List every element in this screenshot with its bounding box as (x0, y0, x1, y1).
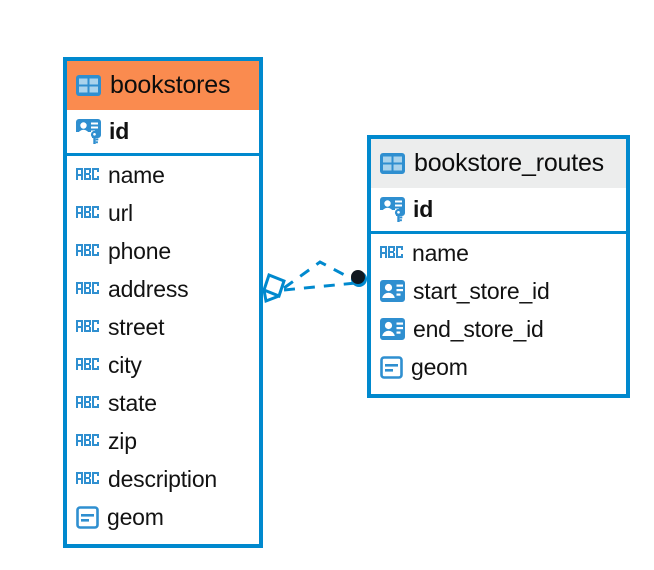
abc-text-icon (76, 434, 100, 448)
foreign-key-icon (380, 279, 405, 304)
entity-bookstore-routes[interactable]: bookstore_routes (367, 135, 630, 398)
column-label: name (412, 239, 469, 266)
geometry-icon (76, 505, 99, 529)
column-label: street (108, 313, 165, 340)
column-label: phone (108, 237, 171, 264)
abc-text-icon (76, 396, 100, 410)
column-label: end_store_id (413, 315, 544, 342)
diamond-crowsfoot-marker (262, 273, 286, 304)
abc-text-icon (76, 206, 100, 220)
primary-key-icon (380, 197, 405, 222)
column-label: zip (108, 427, 137, 454)
column-row-state[interactable]: state (67, 384, 259, 422)
column-row-city[interactable]: city (67, 346, 259, 384)
column-row-zip[interactable]: zip (67, 422, 259, 460)
column-row-address[interactable]: address (67, 270, 259, 308)
column-row-primary-key[interactable]: id (371, 188, 626, 231)
filled-circle-endpoint (351, 270, 367, 287)
column-row-street[interactable]: street (67, 308, 259, 346)
column-row-description[interactable]: description (67, 460, 259, 498)
entity-title: bookstore_routes (414, 149, 604, 177)
column-label: name (108, 161, 165, 188)
column-label: address (108, 275, 189, 302)
pk-divider (371, 231, 626, 234)
abc-text-icon (76, 472, 100, 486)
column-row-start-store-id[interactable]: start_store_id (371, 272, 626, 310)
table-grid-icon (380, 153, 405, 174)
pk-divider (67, 153, 259, 156)
column-row-geom[interactable]: geom (371, 348, 626, 386)
primary-key-icon (76, 119, 101, 144)
column-label: url (108, 199, 133, 226)
abc-text-icon (76, 168, 100, 182)
entity-title: bookstores (110, 71, 231, 99)
abc-text-icon (76, 282, 100, 296)
column-label: geom (411, 353, 468, 380)
column-label: id (413, 196, 434, 222)
column-label: state (108, 389, 157, 416)
column-row-end-store-id[interactable]: end_store_id (371, 310, 626, 348)
foreign-key-icon (380, 317, 405, 342)
geometry-icon (380, 355, 403, 379)
column-row-geom[interactable]: geom (67, 498, 259, 536)
relationship-line-upper (283, 260, 357, 290)
column-row-url[interactable]: url (67, 194, 259, 232)
column-row-name[interactable]: name (67, 156, 259, 194)
entity-header-bookstore-routes[interactable]: bookstore_routes (371, 139, 626, 188)
column-label: geom (107, 503, 164, 530)
column-label: city (108, 351, 142, 378)
abc-text-icon (76, 358, 100, 372)
column-label: id (109, 118, 130, 144)
entity-bookstores[interactable]: bookstores (63, 57, 263, 548)
column-row-phone[interactable]: phone (67, 232, 259, 270)
relationship-line-lower (283, 281, 357, 292)
table-grid-icon (76, 75, 101, 96)
column-label: description (108, 465, 218, 492)
abc-text-icon (76, 244, 100, 258)
entity-header-bookstores[interactable]: bookstores (67, 61, 259, 110)
column-row-primary-key[interactable]: id (67, 110, 259, 153)
abc-text-icon (380, 246, 404, 260)
column-label: start_store_id (413, 277, 550, 304)
column-row-name[interactable]: name (371, 234, 626, 272)
abc-text-icon (76, 320, 100, 334)
